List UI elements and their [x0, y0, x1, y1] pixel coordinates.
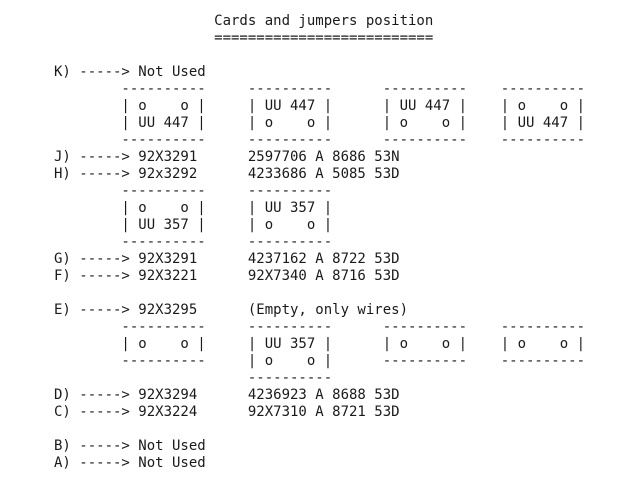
- card-row-3-content-2: ---------- | o o | ---------- ----------: [54, 353, 586, 369]
- cards-jumpers-document: Cards and jumpers position =============…: [54, 13, 639, 471]
- card-row-2-top-border: ---------- ----------: [54, 183, 333, 199]
- card-row-2-content-1: | o o | | UU 357 |: [54, 200, 333, 216]
- card-row-1-content-1: | o o | | UU 447 | | UU 447 | | o o |: [54, 98, 586, 114]
- card-row-3-bottom-border: ----------: [54, 370, 333, 386]
- slot-h-line: H) -----> 92x3292 4233686 A 5085 53D: [54, 166, 400, 182]
- slot-b-line: B) -----> Not Used: [54, 438, 206, 454]
- slot-j-line: J) -----> 92X3291 2597706 A 8686 53N: [54, 149, 400, 165]
- title-underline: ==========================: [54, 30, 434, 46]
- slot-e-line: E) -----> 92X3295 (Empty, only wires): [54, 302, 409, 318]
- slot-d-line: D) -----> 92X3294 4236923 A 8688 53D: [54, 387, 400, 403]
- slot-k-line: K) -----> Not Used: [54, 64, 206, 80]
- blank-line: [54, 421, 639, 438]
- card-row-1-top-border: ---------- ---------- ---------- -------…: [54, 81, 586, 97]
- slot-f-line: F) -----> 92X3221 92X7340 A 8716 53D: [54, 268, 400, 284]
- card-row-3-content-1: | o o | | UU 357 | | o o | | o o |: [54, 336, 586, 352]
- blank-line: [54, 285, 639, 302]
- card-row-1-content-2: | UU 447 | | o o | | o o | | UU 447 |: [54, 115, 586, 131]
- card-row-1-bottom-border: ---------- ---------- ---------- -------…: [54, 132, 586, 148]
- slot-c-line: C) -----> 92X3224 92X7310 A 8721 53D: [54, 404, 400, 420]
- blank-line: [54, 47, 639, 64]
- title-line: Cards and jumpers position: [54, 13, 434, 29]
- slot-g-line: G) -----> 92X3291 4237162 A 8722 53D: [54, 251, 400, 267]
- card-row-3-top-border: ---------- ---------- ---------- -------…: [54, 319, 586, 335]
- slot-a-line: A) -----> Not Used: [54, 455, 206, 471]
- card-row-2-bottom-border: ---------- ----------: [54, 234, 333, 250]
- card-row-2-content-2: | UU 357 | | o o |: [54, 217, 333, 233]
